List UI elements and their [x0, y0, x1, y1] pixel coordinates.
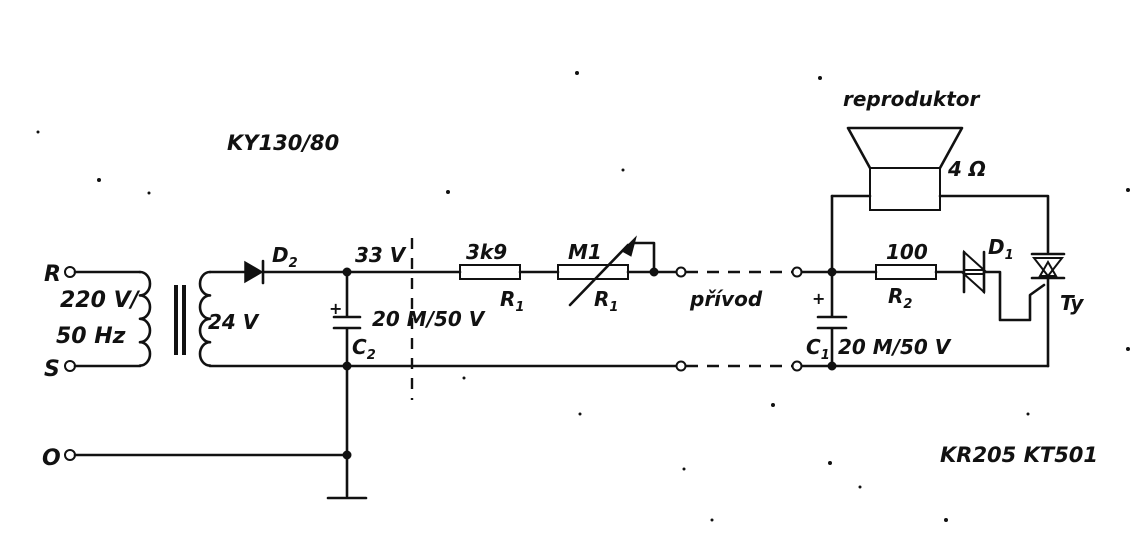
scan-specks: [36, 71, 1130, 522]
label-r2-value: 100: [886, 240, 928, 264]
label-secondary-voltage: 24 V: [208, 310, 260, 334]
svg-text:+: +: [329, 299, 342, 318]
triac-ty: [1030, 252, 1066, 368]
junction-dot: [342, 267, 352, 277]
label-diode-type: KY130/80: [227, 131, 339, 155]
lead-connection: [675, 266, 1050, 372]
label-pot-value: M1: [568, 240, 602, 264]
label-mains-frequency: 50 Hz: [56, 324, 126, 349]
terminal-s: S: [44, 357, 76, 382]
label-r1: R1: [500, 287, 524, 315]
junction-dot: [342, 361, 352, 371]
label-mains-voltage: 220 V/: [60, 288, 141, 313]
junction-dot: [827, 267, 837, 277]
resistor-r2: [875, 264, 964, 280]
terminal-r: R: [44, 262, 76, 287]
label-c1: C1: [806, 335, 830, 363]
label-speaker: reproduktor: [843, 87, 981, 111]
label-terminal-r: R: [44, 262, 61, 287]
diode-d2: [244, 259, 462, 285]
terminal-o: O: [42, 446, 76, 471]
label-d2: D2: [272, 243, 298, 271]
label-speaker-impedance: 4 Ω: [947, 157, 986, 181]
label-terminal-o: O: [42, 446, 61, 471]
transformer: [73, 270, 682, 368]
label-r1-value: 3k9: [466, 240, 507, 264]
resistor-r1: [459, 264, 560, 280]
label-pot: R1: [594, 287, 618, 315]
label-r2: R2: [888, 284, 912, 312]
label-part-numbers: KR205 KT501: [940, 443, 1098, 467]
svg-text:+: +: [812, 289, 825, 308]
label-ty: Ty: [1060, 291, 1084, 315]
junction-dot: [827, 361, 837, 371]
label-d1: D1: [988, 235, 1014, 263]
speaker-icon: [830, 126, 1050, 254]
label-c1-value: 20 M/50 V: [838, 335, 952, 359]
label-c2: C2: [352, 335, 376, 363]
ground-symbol: [73, 453, 368, 500]
label-terminal-s: S: [44, 357, 60, 382]
label-c2-value: 20 M/50 V: [372, 307, 486, 331]
capacitor-c1: +: [812, 194, 848, 368]
label-dc-voltage: 33 V: [355, 243, 407, 267]
diac-d1: [961, 249, 1046, 322]
label-lead: přívod: [689, 287, 763, 311]
capacitor-c2: +: [329, 270, 362, 457]
potentiometer-m1: [557, 235, 679, 307]
